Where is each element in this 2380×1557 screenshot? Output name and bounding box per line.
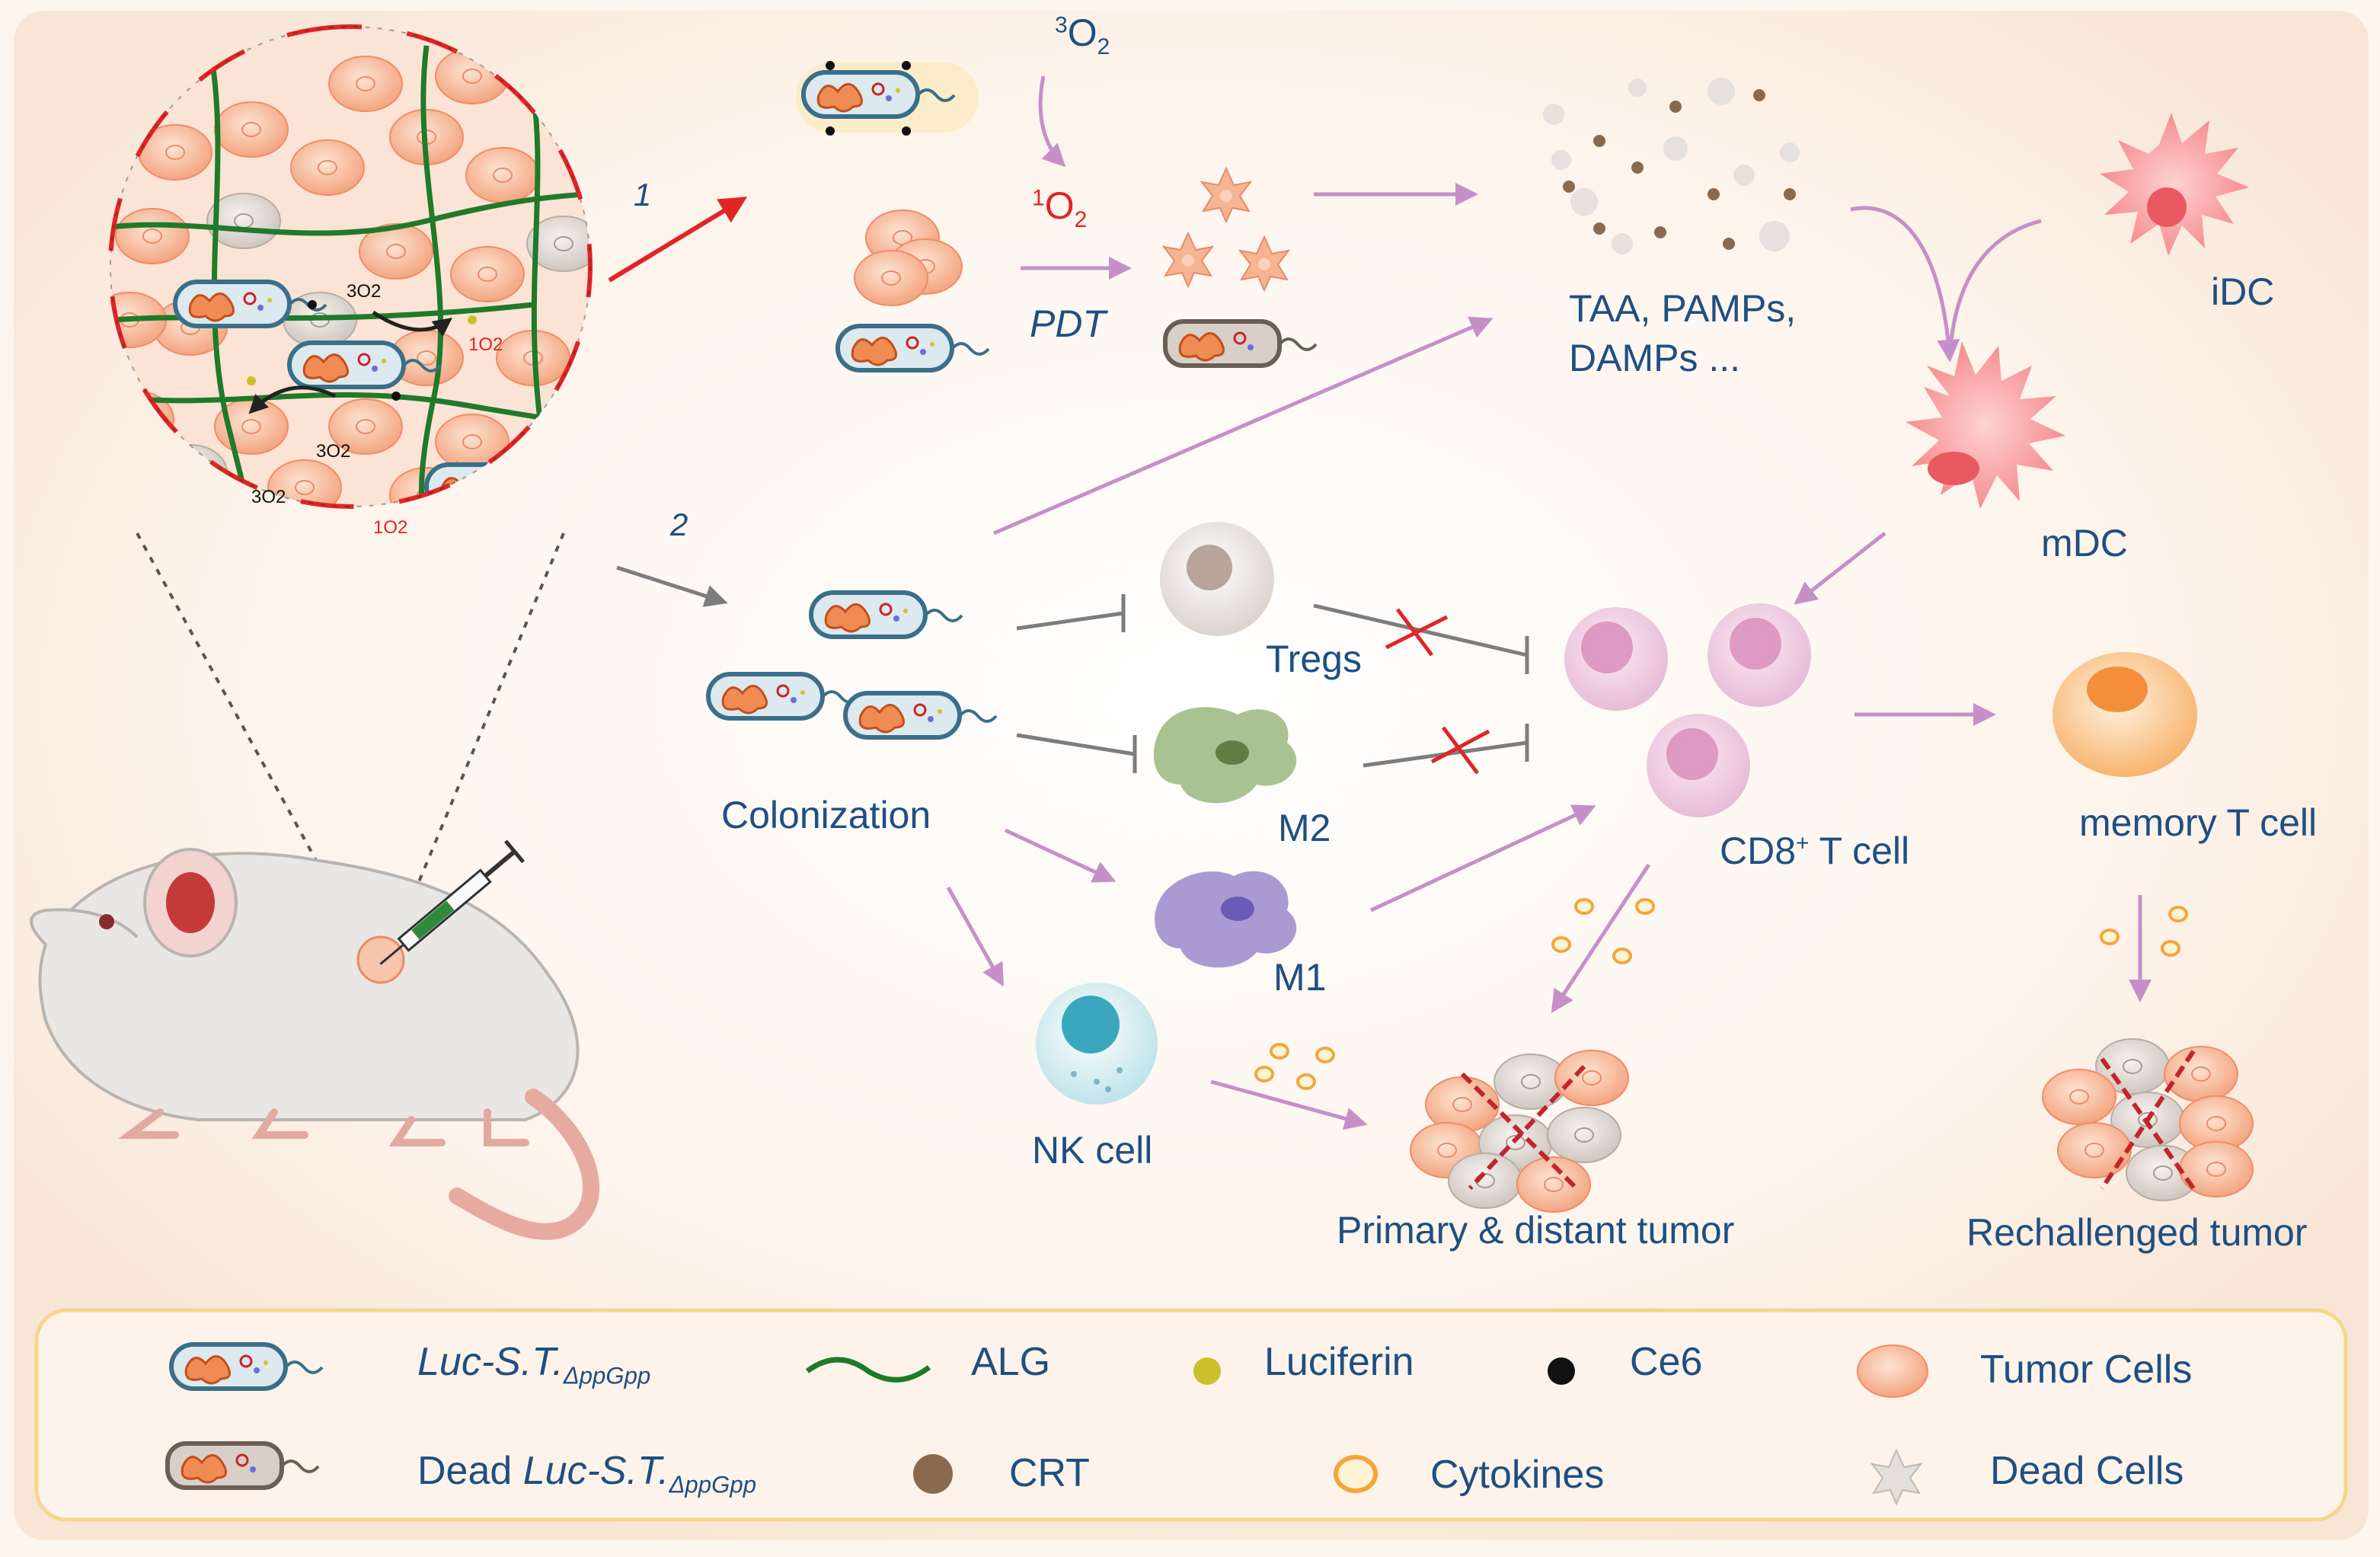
m1-label: M1	[1273, 956, 1327, 999]
m2-macrophage	[1153, 707, 1297, 804]
tregs-label: Tregs	[1266, 638, 1362, 680]
immature-dendritic-cell	[2100, 113, 2249, 256]
primary-distant-tumor	[1410, 1050, 1629, 1213]
inset-o2-label: 1O2	[468, 334, 503, 355]
memory-t-cell-label: memory T cell	[2079, 801, 2318, 844]
route-1-label: 1	[634, 177, 652, 213]
cd8-t-cells	[1564, 603, 1811, 817]
legend-luciferin-label: Luciferin	[1264, 1340, 1414, 1384]
rechallenged-tumor	[2042, 1038, 2254, 1201]
nk-cell	[1036, 983, 1158, 1105]
inhibit-tregs	[1016, 594, 1126, 632]
legend-dead-cells-label: Dead Cells	[1990, 1449, 2184, 1493]
arrow-nk-to-tumor	[1210, 1079, 1368, 1130]
legend-tumor-icon	[1857, 1344, 1928, 1398]
legend-luciferin-icon	[1193, 1357, 1221, 1385]
arrow-antigen-to-dc	[1850, 206, 1960, 363]
route-2-arrow	[616, 565, 728, 607]
primary-tumor-label: Primary & distant tumor	[1337, 1209, 1735, 1252]
ground-state-oxygen-label: 3O2	[1055, 11, 1110, 59]
legend-crt-label: CRT	[1009, 1451, 1090, 1495]
legend-cytokine-icon	[1334, 1455, 1378, 1493]
inset-o2-label: 3O2	[347, 281, 381, 302]
legend-alg-icon	[805, 1357, 931, 1383]
route-2-label: 2	[670, 507, 688, 542]
arrow-m1-to-cd8	[1369, 804, 1596, 913]
nk-cell-label: NK cell	[1032, 1129, 1153, 1172]
inhibit-m2	[1016, 733, 1137, 773]
treg-cell	[1160, 522, 1274, 636]
o2-conversion-arrow	[1038, 75, 1066, 168]
pdt-label: PDT	[1030, 302, 1106, 345]
legend-bacteria-label: Luc-S.T.ΔppGpp	[417, 1340, 651, 1389]
legend-crt-icon	[913, 1454, 953, 1494]
arrow-to-nk	[946, 886, 1004, 987]
idc-label: iDC	[2211, 270, 2275, 313]
block-cross-icon	[1430, 726, 1490, 775]
inset-o2-label: 3O2	[316, 441, 350, 462]
arrow-mdc-to-cd8	[1794, 532, 1886, 605]
mature-dendritic-cell	[1906, 341, 2065, 509]
m2-label: M2	[1278, 807, 1331, 849]
arrow-cd8-to-tumor	[1551, 863, 1651, 1014]
mouse-illustration	[30, 839, 600, 1240]
route-1-arrow	[608, 197, 748, 283]
legend-dead-bacteria-label: Dead Luc-S.T.ΔppGpp	[417, 1449, 757, 1498]
arrow-to-m1	[1004, 828, 1117, 883]
legend-box	[34, 1308, 2348, 1522]
singlet-oxygen-label: 1O2	[1032, 184, 1088, 232]
legend-alg-label: ALG	[971, 1340, 1051, 1384]
legend-dead-cell-icon	[1870, 1448, 1923, 1506]
legend-tumor-cells-label: Tumor Cells	[1980, 1348, 2193, 1392]
cd8-t-cell-label: CD8+ T cell	[1720, 830, 1910, 872]
inset-o2-label: 3O2	[251, 487, 286, 507]
antigen-debris	[1543, 78, 1800, 254]
legend-ce6-label: Ce6	[1630, 1340, 1703, 1384]
mdc-label: mDC	[2041, 522, 2128, 564]
colonization-label: Colonization	[721, 794, 931, 836]
memory-t-cell	[2053, 652, 2197, 777]
m1-macrophage	[1155, 871, 1297, 968]
antigens-label-line2: DAMPs ...	[1569, 337, 1741, 379]
inset-o2-label: 1O2	[373, 517, 407, 538]
arrow-colonization-to-antigens	[993, 316, 1493, 536]
legend-cytokines-label: Cytokines	[1430, 1453, 1605, 1497]
antigens-label-line1: TAA, PAMPs,	[1569, 287, 1797, 330]
rechallenged-tumor-label: Rechallenged tumor	[1966, 1211, 2308, 1254]
legend-ce6-icon	[1548, 1357, 1575, 1385]
block-cross-icon	[1385, 608, 1449, 657]
